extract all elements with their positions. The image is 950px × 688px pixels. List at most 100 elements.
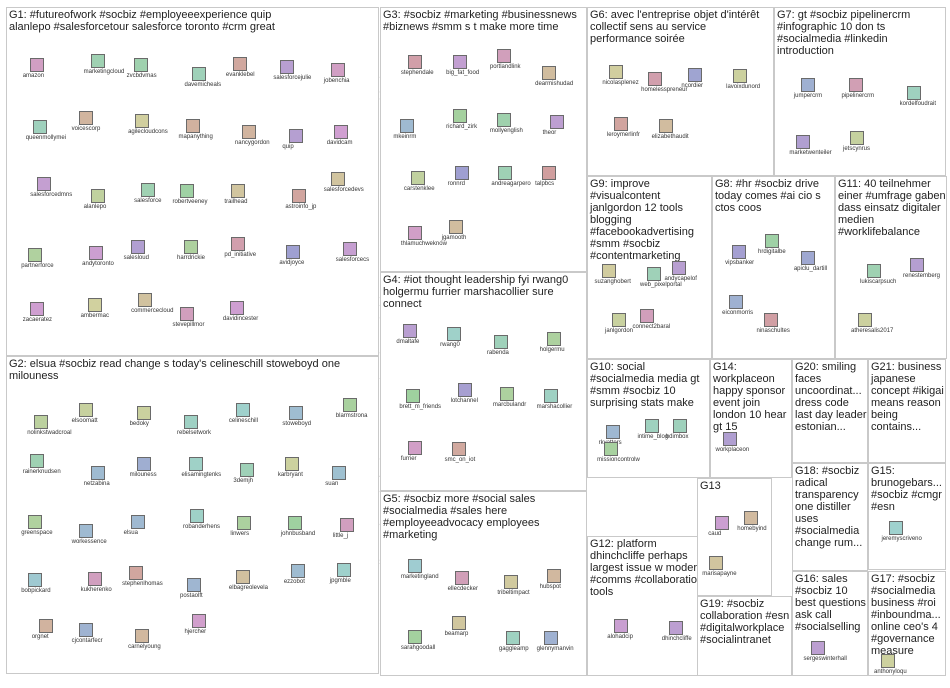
node-salesloud[interactable]: [130, 240, 145, 255]
node-carstenklee[interactable]: [410, 170, 425, 185]
node-holgermu[interactable]: [546, 331, 561, 346]
node-commercecloud[interactable]: [138, 293, 153, 308]
node-greenspace[interactable]: [28, 514, 43, 529]
node-jgamooth[interactable]: [448, 219, 463, 234]
node-amazon[interactable]: [29, 58, 44, 73]
node-gaggleamp[interactable]: [505, 631, 520, 646]
node-vipsbanker[interactable]: [732, 244, 747, 259]
node-hjercher[interactable]: [191, 614, 206, 629]
node-salesforce[interactable]: [141, 182, 156, 197]
node-kordelfoudrait[interactable]: [906, 85, 921, 100]
node-jobenchia[interactable]: [330, 62, 345, 77]
node-anthonyloqu[interactable]: [881, 653, 895, 668]
node-suzanghobert[interactable]: [601, 264, 616, 279]
node-bobpickard[interactable]: [28, 573, 43, 588]
node-missioncontrolw[interactable]: [604, 442, 619, 457]
node-dearmishudad[interactable]: [542, 65, 557, 80]
node-lavoixdunord[interactable]: [733, 69, 748, 84]
node-beamarp[interactable]: [451, 616, 466, 631]
node-voicescorp[interactable]: [78, 111, 93, 126]
node-ambermac[interactable]: [87, 297, 102, 312]
node-apiclu_dartill[interactable]: [800, 250, 815, 265]
node-agilecloudcons[interactable]: [135, 114, 150, 129]
node-partnerforce[interactable]: [28, 247, 43, 262]
node-lukiscarpsuch[interactable]: [867, 264, 881, 279]
node-rainerknudsen[interactable]: [29, 454, 44, 469]
node-hubspot[interactable]: [546, 569, 561, 584]
node-robertveeney[interactable]: [179, 184, 194, 198]
node-stevepillmor[interactable]: [179, 306, 194, 321]
node-smc_on_iot[interactable]: [451, 442, 466, 457]
node-marshacollier[interactable]: [543, 388, 558, 403]
node-queenmollymei[interactable]: [32, 120, 47, 135]
node-bedoky[interactable]: [136, 405, 151, 420]
node-elsua[interactable]: [130, 514, 145, 529]
node-zacaeratez[interactable]: [29, 302, 44, 317]
node-rkvatters[interactable]: [605, 425, 620, 440]
node-sergeswinterhall[interactable]: [810, 641, 825, 655]
node-janlgordon[interactable]: [612, 313, 626, 328]
node-harrdrickie[interactable]: [184, 240, 198, 255]
node-marketingland[interactable]: [407, 558, 422, 573]
node-astroinfo_jp[interactable]: [292, 188, 307, 203]
node-salesforcedevs[interactable]: [330, 172, 345, 186]
node-karbryant[interactable]: [284, 457, 299, 472]
node-connect2baral[interactable]: [639, 308, 654, 323]
node-furrier[interactable]: [407, 440, 422, 455]
node-mapanything[interactable]: [185, 118, 200, 133]
node-nolinkstwadcroal[interactable]: [34, 414, 49, 429]
node-atheresalis2017[interactable]: [858, 313, 872, 328]
node-intime_blog[interactable]: [644, 419, 659, 434]
node-robanderhens[interactable]: [190, 508, 204, 523]
node-rebelsetwork[interactable]: [184, 414, 198, 429]
node-brett_m_friends[interactable]: [406, 388, 421, 403]
node-glennymanvin[interactable]: [543, 631, 558, 646]
node-stephenlhomas[interactable]: [129, 565, 144, 580]
node-rwang0[interactable]: [447, 327, 462, 342]
node-eiconmorris[interactable]: [729, 295, 744, 310]
node-elsoomatt[interactable]: [78, 402, 93, 417]
node-jetscynrus[interactable]: [850, 130, 864, 145]
node-pipelinercrm[interactable]: [848, 78, 863, 93]
node-sarahgoodall[interactable]: [407, 629, 422, 644]
node-tribeltimpact[interactable]: [504, 575, 519, 590]
node-theor[interactable]: [549, 114, 564, 129]
node-elizabethaudit[interactable]: [658, 118, 673, 133]
node-homelesspreneur[interactable]: [648, 72, 663, 87]
node-celineschill[interactable]: [235, 402, 250, 417]
node-trailhead[interactable]: [231, 184, 246, 198]
node-jeremyscriveno[interactable]: [888, 520, 903, 535]
node-davidincester[interactable]: [229, 300, 244, 315]
node-jumpercrm[interactable]: [800, 78, 815, 93]
node-netzabina[interactable]: [90, 466, 105, 481]
node-salesforcejulie[interactable]: [280, 59, 295, 74]
node-milouness[interactable]: [136, 457, 151, 472]
node-marcbulandr[interactable]: [499, 387, 514, 401]
node-dmaltafe[interactable]: [403, 324, 418, 339]
node-big_fat_food[interactable]: [453, 55, 468, 70]
node-marketwenteiler[interactable]: [796, 135, 811, 150]
node-workessence[interactable]: [78, 523, 93, 538]
node-davidcam[interactable]: [333, 124, 348, 139]
node-marisapayne[interactable]: [709, 556, 724, 570]
node-ninaschultes[interactable]: [763, 313, 778, 328]
node-suan[interactable]: [332, 466, 347, 481]
node-andycapelof[interactable]: [671, 261, 686, 276]
node-ronnrd[interactable]: [454, 166, 469, 181]
node-linwers[interactable]: [237, 516, 252, 530]
node-jpgmble[interactable]: [336, 562, 351, 577]
node-andreagarpero[interactable]: [498, 166, 513, 181]
node-richard_zirk[interactable]: [453, 108, 468, 123]
node-ellecdecker[interactable]: [454, 570, 469, 585]
node-homebyind[interactable]: [744, 511, 759, 525]
node-salesforcecs[interactable]: [342, 241, 357, 256]
node-cjcontarfecr[interactable]: [78, 623, 93, 638]
node-ncordier[interactable]: [688, 67, 703, 82]
node-3demjh[interactable]: [240, 463, 255, 478]
node-davemicheals[interactable]: [191, 67, 206, 82]
node-leroymerlinfr[interactable]: [613, 117, 628, 132]
node-carnelyoung[interactable]: [135, 629, 150, 644]
node-alanlepo[interactable]: [90, 188, 105, 203]
node-talpbcs[interactable]: [542, 166, 557, 181]
node-postaolft[interactable]: [187, 577, 201, 592]
